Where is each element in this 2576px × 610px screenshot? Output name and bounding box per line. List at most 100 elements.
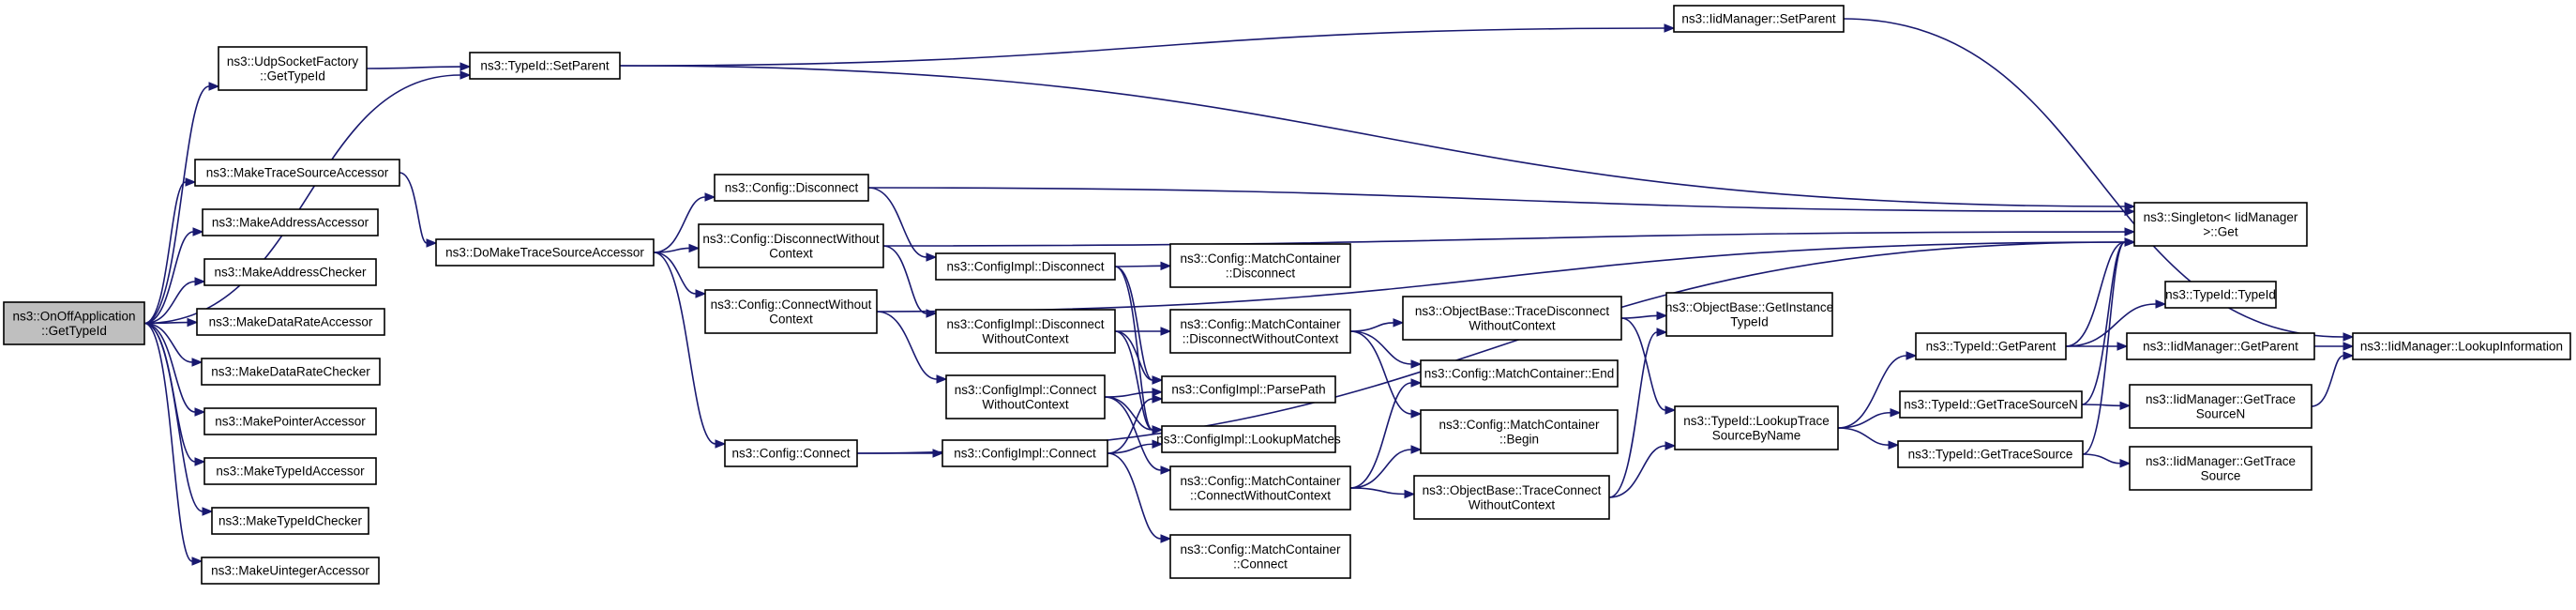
node-box [935,252,1116,281]
edge-tltsbn-to-tgtsn [1837,408,1902,429]
node-box [1402,296,1622,341]
edge-ccwc-to-cicwc [876,311,948,384]
node-box [435,238,655,267]
node-box [201,557,380,585]
node-box [1169,243,1351,288]
node-label: ns3::TypeId::TypeId [2165,288,2276,302]
node-cilm[interactable]: ns3::ConfigImpl::LookupMatches [1156,425,1341,453]
node-mtic[interactable]: ns3::MakeTypeIdChecker [211,507,369,535]
node-udp[interactable]: ns3::UdpSocketFactory::GetTypeId [218,46,368,91]
node-root[interactable]: ns3::OnOffApplication::GetTypeId [3,301,145,345]
node-cconn[interactable]: ns3::Config::Connect [724,439,858,467]
node-ccwc[interactable]: ns3::Config::ConnectWithoutContext [704,289,878,334]
node-box [194,159,400,187]
node-iidli[interactable]: ns3::IidManager::LookupInformation [2352,332,2571,360]
edge-root-to-udp [143,82,220,325]
node-tsp[interactable]: ns3::TypeId::SetParent [469,52,621,80]
node-cdwc[interactable]: ns3::Config::DisconnectWithoutContext [698,223,884,268]
node-label: ns3::IidManager::SetParent [1681,12,1836,26]
node-ttid[interactable]: ns3::TypeId::TypeId [2164,281,2277,309]
node-label: ns3::MakeAddressChecker [214,266,367,280]
node-label: ns3::MakeTraceSourceAccessor [206,166,389,180]
edge-cdisc-to-cidisc [867,187,938,262]
node-iidgts[interactable]: ns3::IidManager::GetTraceSource [2129,446,2312,491]
edge-mccwc-to-obtcwc [1349,487,1416,499]
node-label: ns3::Config::MatchContainer [1180,474,1341,488]
edge-cidisc-to-cipp [1114,266,1164,385]
node-label: WithoutContext [982,331,1069,345]
node-label: ns3::MakePointerAccessor [215,415,366,429]
node-label: ns3::ConfigImpl::LookupMatches [1156,433,1341,447]
edge-root-to-mpa [143,322,206,417]
node-box [1897,440,2084,468]
node-label: ns3::ObjectBase::TraceConnect [1423,483,1602,497]
node-box [1665,292,1833,337]
node-box [942,439,1108,467]
node-obtcwc[interactable]: ns3::ObjectBase::TraceConnectWithoutCont… [1413,475,1610,520]
node-box [2129,384,2312,429]
edge-iidsp-to-iidli [1843,18,2355,342]
node-label: Context [769,246,813,260]
node-mac[interactable]: ns3::MakeAddressChecker [203,258,377,286]
edge-dmtsa-to-cconn [653,252,727,449]
node-box [724,439,858,467]
edge-tltsbn-to-tgp [1837,351,1918,429]
node-box [218,46,368,91]
node-label: ns3::MakeAddressAccessor [212,216,369,230]
node-mtsa[interactable]: ns3::MakeTraceSourceAccessor [194,159,400,187]
node-mcbegin[interactable]: ns3::Config::MatchContainer::Begin [1420,409,1619,454]
node-box [1420,409,1619,454]
call-graph-edges [143,18,2355,566]
node-box [1169,534,1351,579]
node-mcdisc[interactable]: ns3::Config::MatchContainer::Disconnect [1169,243,1351,288]
node-mcend[interactable]: ns3::Config::MatchContainer::End [1420,359,1619,388]
edge-dmtsa-to-ccwc [653,252,707,298]
edge-cicwc-to-cilm [1104,396,1164,435]
node-label: SourceByName [1712,428,1801,442]
node-tgts[interactable]: ns3::TypeId::GetTraceSource [1897,440,2084,468]
node-cdisc[interactable]: ns3::Config::Disconnect [714,174,869,202]
node-mdrc[interactable]: ns3::MakeDataRateChecker [201,358,381,386]
node-mccwc[interactable]: ns3::Config::MatchContainer::ConnectWith… [1169,465,1351,511]
node-cidwc[interactable]: ns3::ConfigImpl::DisconnectWithoutContex… [935,309,1116,354]
node-label: ns3::ConfigImpl::Connect [955,383,1097,397]
edge-tltsbn-to-tgts [1837,427,1900,450]
node-iidgtsn[interactable]: ns3::IidManager::GetTraceSourceN [2129,384,2312,429]
node-iidsp[interactable]: ns3::IidManager::SetParent [1673,5,1845,33]
node-mpa[interactable]: ns3::MakePointerAccessor [203,407,377,435]
node-box [203,258,377,286]
node-label: ns3::TypeId::GetParent [1926,340,2056,354]
node-dmtsa[interactable]: ns3::DoMakeTraceSourceAccessor [435,238,655,267]
node-box [203,457,377,485]
node-box [1420,359,1619,388]
edge-ciconn-to-mcconn [1107,452,1172,543]
edge-cdisc-to-singleton [867,187,2136,217]
node-iidgp[interactable]: ns3::IidManager::GetParent [2126,332,2315,360]
node-box [1161,425,1336,453]
node-cidisc[interactable]: ns3::ConfigImpl::Disconnect [935,252,1116,281]
edge-tgtsn-to-iidgtsn [2081,401,2132,411]
edge-cidisc-to-cilm [1114,266,1164,435]
node-maa[interactable]: ns3::MakeAddressAccessor [202,208,379,236]
node-tgp[interactable]: ns3::TypeId::GetParent [1915,332,2067,360]
node-label: ns3::Config::MatchContainer [1439,418,1600,432]
node-mtia[interactable]: ns3::MakeTypeIdAccessor [203,457,377,485]
edge-root-to-mua [143,322,203,566]
node-mdra[interactable]: ns3::MakeDataRateAccessor [196,308,385,336]
edge-udp-to-tsp [366,62,472,71]
node-cicwc[interactable]: ns3::ConfigImpl::ConnectWithoutContext [945,374,1106,419]
node-mua[interactable]: ns3::MakeUintegerAccessor [201,557,380,585]
node-cipp[interactable]: ns3::ConfigImpl::ParsePath [1161,375,1336,404]
node-tgtsn[interactable]: ns3::TypeId::GetTraceSourceN [1899,390,2083,419]
edge-mcdwc-to-obtdwc [1349,318,1405,332]
edge-tgts-to-iidgts [2082,453,2132,468]
node-mcdwc[interactable]: ns3::Config::MatchContainer::DisconnectW… [1169,309,1351,354]
node-mcconn[interactable]: ns3::Config::MatchContainer::Connect [1169,534,1351,579]
node-obtdwc[interactable]: ns3::ObjectBase::TraceDisconnectWithoutC… [1402,296,1622,341]
node-ciconn[interactable]: ns3::ConfigImpl::Connect [942,439,1108,467]
edge-dmtsa-to-cdisc [653,192,716,253]
node-singleton[interactable]: ns3::Singleton< IidManager >::Get [2133,202,2308,247]
node-label: ns3::IidManager::LookupInformation [2360,340,2563,354]
